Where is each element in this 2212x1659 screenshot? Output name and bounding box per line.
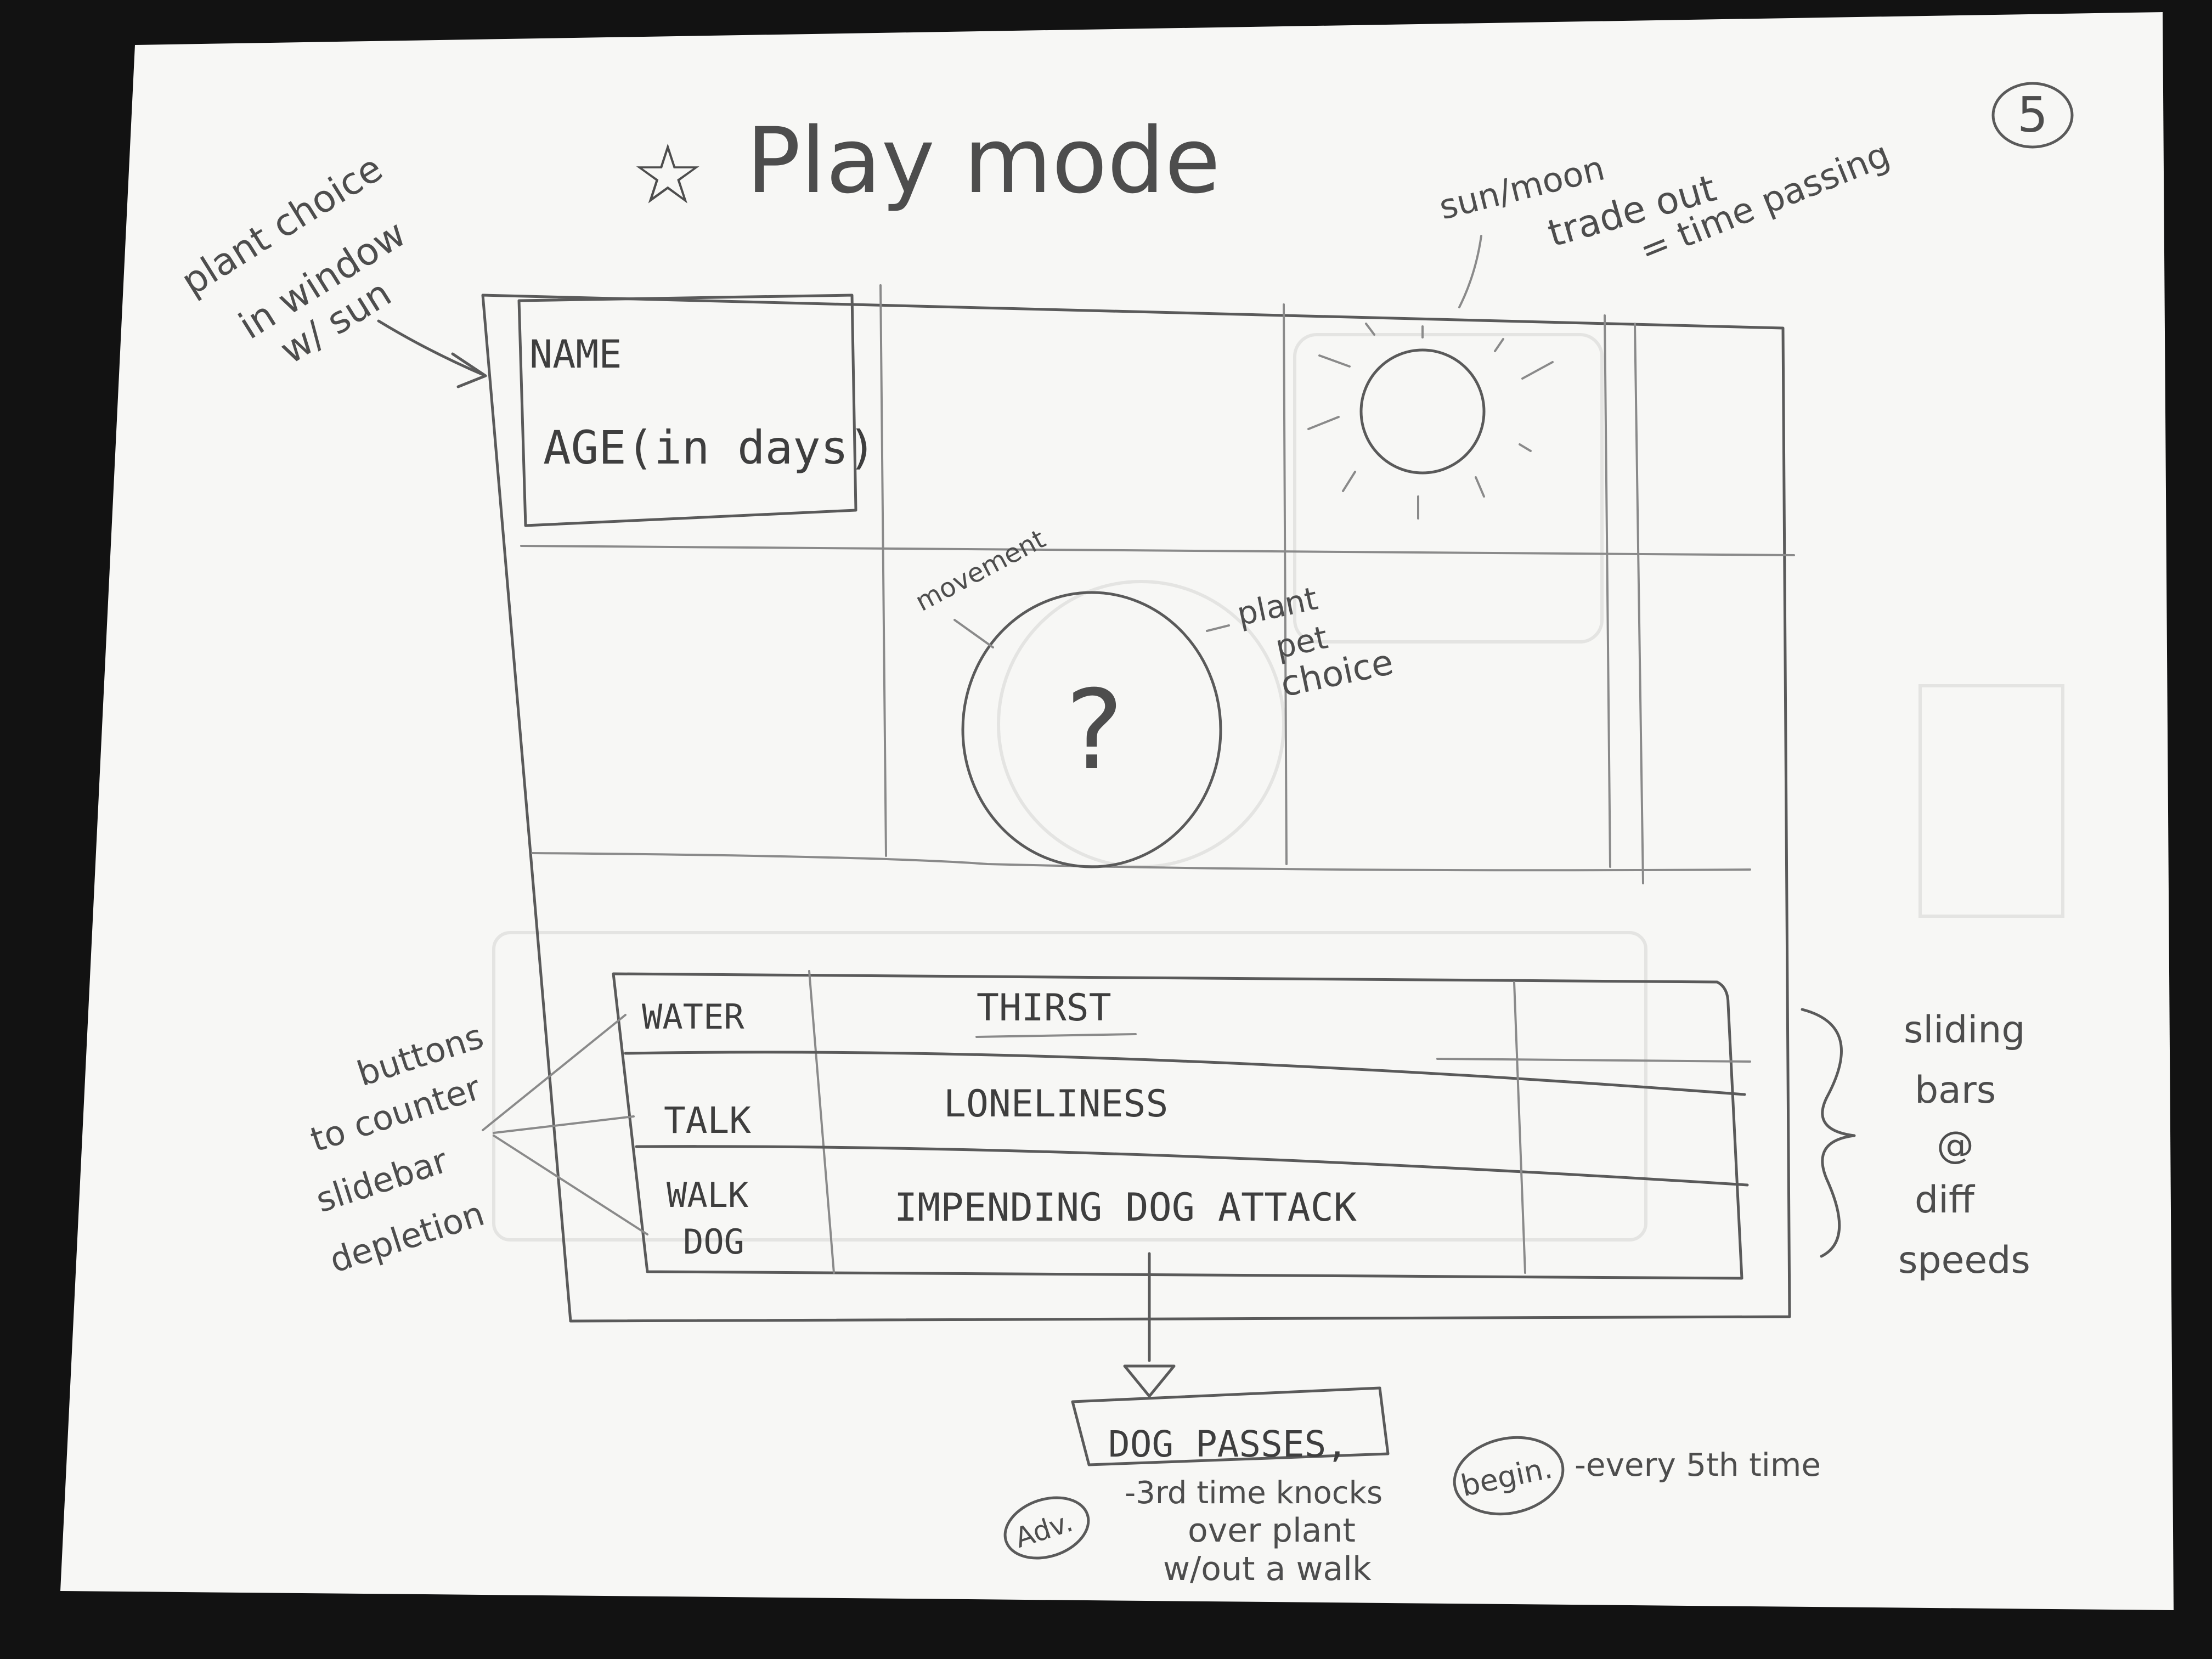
status-panel <box>612 970 1751 1280</box>
walk-dog-button-line-1[interactable]: WALK <box>667 1175 749 1215</box>
svg-text:diff: diff <box>1915 1178 1976 1222</box>
dog-passes-arrow <box>1123 1252 1176 1398</box>
loneliness-bar-label: LONELINESS <box>944 1082 1168 1126</box>
svg-text:-every 5th time: -every 5th time <box>1575 1446 1821 1483</box>
page-number-text: 5 <box>2017 87 2048 143</box>
title: ☆ Play mode <box>631 108 1220 223</box>
talk-button[interactable]: TALK <box>664 1099 751 1142</box>
pet-placeholder: ? <box>961 591 1222 868</box>
svg-text:@: @ <box>1937 1124 1974 1167</box>
svg-text:over plant: over plant <box>1188 1511 1356 1550</box>
svg-text:bars: bars <box>1915 1069 1996 1112</box>
svg-text:sliding: sliding <box>1904 1008 2025 1052</box>
game-screen-frame <box>481 284 1795 1323</box>
dog-passes-label: DOG PASSES, <box>1108 1423 1348 1465</box>
walk-dog-button-line-2[interactable]: DOG <box>683 1222 744 1262</box>
thirst-bar-label: THIRST <box>977 986 1111 1030</box>
page-title: Play mode <box>746 108 1220 213</box>
pet-age-label: AGE(in days) <box>543 421 876 475</box>
status-row-water: WATER THIRST <box>642 986 1137 1038</box>
pet-name-label: NAME <box>529 332 622 377</box>
sliding-bars-note: sliding bars @ diff speeds <box>1801 1008 2030 1282</box>
status-row-walk-dog: WALK DOG IMPENDING DOG ATTACK <box>667 1175 1357 1262</box>
page-number: 5 <box>1991 82 2074 149</box>
pet-unknown-icon: ? <box>1065 667 1124 794</box>
title-star-icon: ☆ <box>631 127 704 223</box>
svg-text:speeds: speeds <box>1898 1239 2030 1282</box>
dog-attack-bar-label: IMPENDING DOG ATTACK <box>894 1185 1357 1230</box>
svg-text:-3rd time knocks: -3rd time knocks <box>1125 1475 1383 1511</box>
status-row-talk: TALK LONELINESS <box>664 1082 1168 1142</box>
pet-info-box: NAME AGE(in days) <box>517 294 876 527</box>
svg-text:w/out a walk: w/out a walk <box>1163 1550 1372 1588</box>
dog-passes-box: DOG PASSES, <box>1071 1386 1390 1466</box>
water-button[interactable]: WATER <box>642 997 744 1037</box>
sun-icon <box>1307 323 1554 520</box>
